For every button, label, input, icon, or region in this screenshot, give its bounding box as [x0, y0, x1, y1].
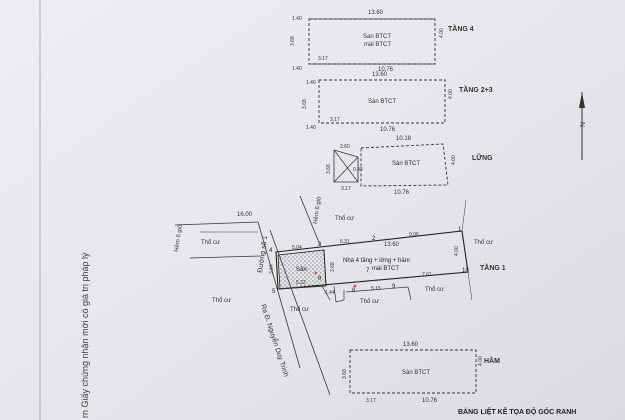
neighbor-label: Thổ cư [212, 297, 231, 304]
lung-inner-1: Sàn BTCT [392, 161, 420, 167]
tang23-left-bottom: 1.40 [306, 125, 316, 131]
lung-label: LỮNG [472, 153, 493, 162]
tang1-top-width: 13.60 [384, 242, 400, 248]
tang1-center-1: Nhà 4 tầng + lửng + hầm [343, 257, 410, 264]
neighbor-label: Thổ cư [360, 298, 379, 305]
neighbor-label: Thổ cư [201, 239, 220, 246]
neighbor-label: Thổ cư [335, 215, 354, 222]
lung-right-height: 4.00 [451, 155, 457, 165]
left-vertical-note: rn Giấy chứng nhận mới có giá trị pháp l… [80, 252, 90, 418]
dim-5-15: 5.15 [371, 286, 381, 292]
tang4-label: TẦNG 4 [448, 23, 474, 33]
dim-1-44: 1.44 [325, 290, 335, 296]
tang1-road-width: 16.00 [237, 212, 253, 218]
lung-top-width: 10.18 [396, 136, 412, 142]
ham-seg: 3.17 [366, 398, 376, 404]
dim-9-06: 9.06 [409, 232, 419, 238]
tang4-bottom-width: 10.76 [378, 67, 394, 73]
point-8: 8 [352, 288, 356, 294]
ham-top-width: 13.60 [403, 342, 419, 348]
tang4-inner-2: mái BTCT [364, 42, 391, 48]
floor-plan-tang4: 13.60 10.76 3.17 1.40 1.40 3.68 4.00 San… [290, 10, 474, 73]
lung-small-2: 0.42 [353, 167, 363, 173]
footer-title: BẢNG LIỆT KÊ TỌA ĐỘ GÓC RANH [458, 407, 576, 416]
tang4-seg: 3.17 [318, 56, 328, 62]
tang4-right-height: 4.00 [439, 28, 445, 38]
ham-bottom-width: 10.76 [422, 398, 438, 404]
tang23-seg: 3.17 [330, 117, 340, 123]
floor-plan-ham: 13.60 10.76 3.17 3.68 4.00 Sàn BTCT HẦM [342, 342, 500, 404]
dim-7-61: 7.61 [422, 272, 432, 278]
tang1-san: Sân [296, 267, 307, 273]
tang1-center-2: mái BTCT [372, 266, 399, 272]
dim-4-00: 4.00 [454, 246, 460, 256]
neighbor-label: Thổ cư [290, 306, 309, 313]
tang1-label: TẦNG 1 [480, 262, 506, 272]
dim-5-04: 5.04 [292, 245, 302, 251]
dim-3-68: 3.68 [330, 262, 336, 272]
tang4-left-height: 3.68 [290, 36, 296, 46]
tang23-top-width: 13.60 [372, 72, 388, 78]
tang23-left-height: 3.68 [302, 99, 308, 109]
tang23-label: TẦNG 2+3 [459, 84, 493, 94]
tang4-left-bottom: 1.40 [292, 66, 302, 72]
point-1: 1 [458, 227, 462, 233]
neighbor-label: Thổ cư [474, 239, 493, 246]
tang1-alley: Hẻm 6 giờ [174, 224, 184, 253]
point-6: 6 [318, 276, 322, 282]
point-5: 5 [272, 289, 276, 295]
tang23-inner-1: Sàn BTCT [368, 99, 396, 105]
point-9: 9 [392, 284, 396, 290]
floor-plan-lung: 10.18 10.76 3.17 3.60 0.42 3.68 4.00 Sàn… [326, 136, 493, 196]
tang23-bottom-width: 10.76 [380, 127, 396, 133]
ham-label: HẦM [484, 355, 500, 365]
tang4-left-top: 1.40 [292, 16, 302, 22]
corner-mark [353, 284, 357, 288]
point-7: 7 [366, 268, 370, 274]
point-3: 3 [318, 242, 322, 248]
dim-3-84: 3.84 [269, 264, 275, 274]
point-4: 4 [269, 248, 273, 254]
lung-left-height: 3.68 [326, 164, 332, 174]
point-10: 10 [462, 268, 469, 274]
floor-plan-tang23: 13.60 10.76 3.17 1.40 1.40 3.68 4.00 Sàn… [302, 72, 493, 133]
lung-seg: 3.17 [341, 186, 351, 192]
dim-6-31: 6.31 [340, 239, 350, 245]
ham-right-height: 4.00 [478, 356, 484, 366]
lung-bottom-width: 10.76 [394, 190, 410, 196]
tang23-right-height: 4.00 [448, 89, 454, 99]
tang4-top-width: 13.60 [368, 10, 384, 16]
north-arrow: N [579, 92, 587, 160]
lung-small-1: 3.60 [340, 144, 350, 150]
corner-mark [314, 271, 318, 275]
tang1-alley-2: Hẻm 6 giờ [313, 196, 323, 225]
point-2: 2 [372, 236, 376, 242]
tang4-inner-1: San BTCT [363, 34, 391, 40]
tang23-left-top: 1.40 [306, 80, 316, 86]
neighbor-label: Thổ cư [425, 286, 444, 293]
ham-left-height: 3.68 [342, 369, 348, 379]
ham-inner-1: Sàn BTCT [402, 370, 430, 376]
dim-5-22: 5.22 [296, 280, 306, 286]
north-label: N [580, 122, 587, 127]
